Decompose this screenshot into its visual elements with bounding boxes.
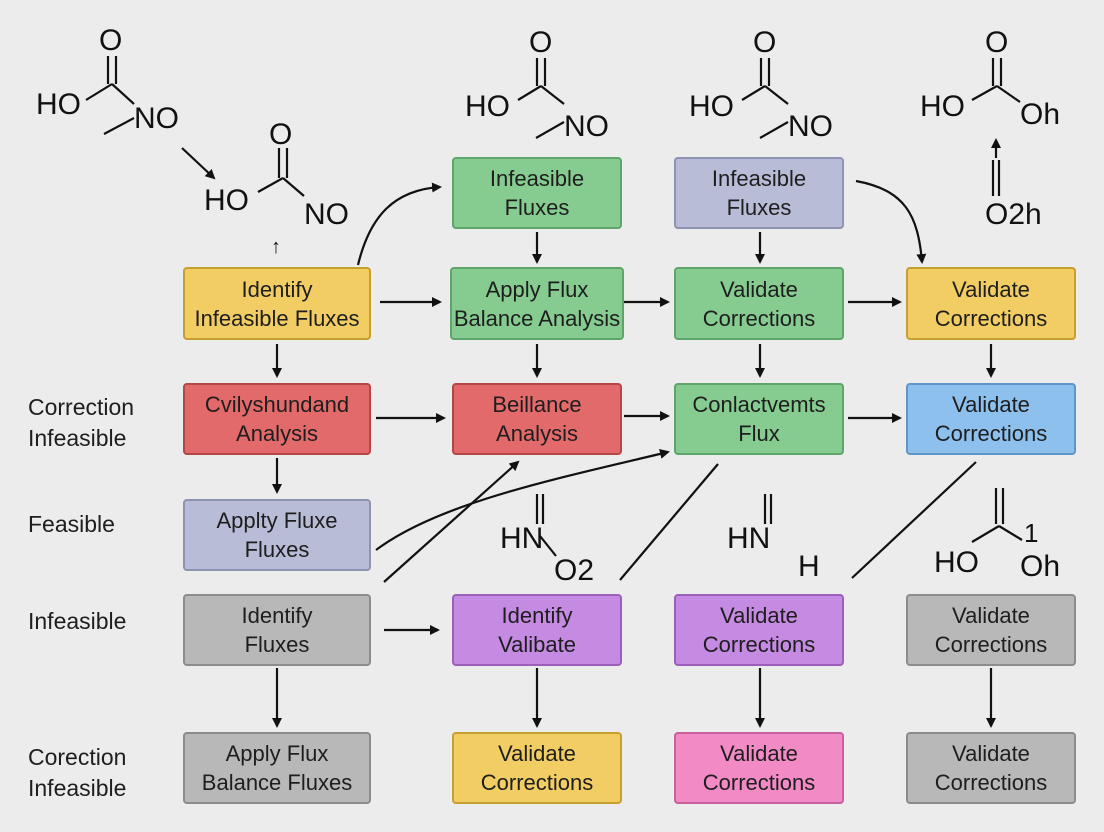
- box-r6c3-validate-corrections[interactable]: Validate Corrections: [674, 732, 844, 804]
- mol3-ho: HO: [465, 90, 510, 123]
- box-r6c1-apply-flux-balance-fluxes[interactable]: Apply Flux Balance Fluxes: [183, 732, 371, 804]
- box-r6c4-validate-corrections[interactable]: Validate Corrections: [906, 732, 1076, 804]
- mol4-o: O: [753, 26, 777, 59]
- arrow-r4c1-to-r3c3: [375, 449, 670, 551]
- mol3-o: O: [529, 26, 553, 59]
- box-r5c2-identify-valibate[interactable]: Identify Valibate: [452, 594, 622, 666]
- molecule-5: [971, 58, 1021, 196]
- box-r2c2-apply-flux-balance[interactable]: Apply Flux Balance Analysis: [450, 267, 624, 340]
- row-label-corection-infeasible: Corection Infeasible: [28, 744, 127, 801]
- arrow-mol1-to-mol2: [181, 147, 216, 180]
- mol4-no: NO: [788, 110, 833, 143]
- mol2-o: O: [269, 118, 293, 151]
- molecule-2: [257, 148, 305, 197]
- box-r1c2-infeasible-fluxes[interactable]: Infeasible Fluxes: [452, 157, 622, 229]
- molecule-3: [517, 58, 565, 139]
- mol6-hn: HN: [500, 522, 544, 555]
- mol4-ho: HO: [689, 90, 734, 123]
- row-label-infeasible: Infeasible: [28, 608, 127, 634]
- box-r5c1-identify-fluxes[interactable]: Identify Fluxes: [183, 594, 371, 666]
- arrow-curve-r1c3-to-r2c4: [855, 179, 927, 264]
- molecule-4: [741, 58, 789, 139]
- molecule-8: [971, 488, 1023, 543]
- mol1-ho: HO: [36, 88, 81, 121]
- box-r5c4-validate-corrections[interactable]: Validate Corrections: [906, 594, 1076, 666]
- mol2-ho: HO: [204, 184, 249, 217]
- mol5-oh: Oh: [1020, 98, 1061, 131]
- row-label-correction-infeasible: Correction Infeasible: [28, 394, 135, 451]
- line-diagonal-3: [851, 461, 977, 579]
- mol3-no: NO: [564, 110, 609, 143]
- box-r3c2-analysis[interactable]: Beillance Analysis: [452, 383, 622, 455]
- box-r1c3-infeasible-fluxes[interactable]: Infeasible Fluxes: [674, 157, 844, 229]
- mol2-small-arrow: ↑: [271, 236, 281, 258]
- mol5-ho: HO: [920, 90, 965, 123]
- box-r3c1-analysis[interactable]: Cvilyshundand Analysis: [183, 383, 371, 455]
- box-r2c3-validate-corrections[interactable]: Validate Corrections: [674, 267, 844, 340]
- box-r2c1-identify-infeasible-fluxes[interactable]: Identify Infeasible Fluxes: [183, 267, 371, 340]
- box-r4c1-fluxes[interactable]: Applty Fluxe Fluxes: [183, 499, 371, 571]
- mol2-no: NO: [304, 198, 349, 231]
- row-label-feasible: Feasible: [28, 511, 115, 537]
- mol8-oh: Oh: [1020, 550, 1061, 583]
- mol5-o: O: [985, 26, 1009, 59]
- mol8-one: 1: [1024, 518, 1039, 548]
- box-r6c2-validate-corrections[interactable]: Validate Corrections: [452, 732, 622, 804]
- line-diagonal-2: [619, 463, 719, 581]
- mol1-no: NO: [134, 102, 179, 135]
- box-r2c4-validate-corrections[interactable]: Validate Corrections: [906, 267, 1076, 340]
- molecule-7: [763, 494, 773, 524]
- line-diagonal-1: [383, 460, 520, 583]
- box-r5c3-validate-corrections[interactable]: Validate Corrections: [674, 594, 844, 666]
- mol7-hn: HN: [727, 522, 771, 555]
- box-r3c4-validate-corrections[interactable]: Validate Corrections: [906, 383, 1076, 455]
- molecule-6: [535, 494, 557, 557]
- mol1-o: O: [99, 24, 123, 57]
- mol6-o2: O2: [554, 554, 595, 587]
- molecule-1: [85, 56, 135, 135]
- box-r3c3-flux[interactable]: Conlactvemts Flux: [674, 383, 844, 455]
- arrow-curve-r2c1-to-r1c2: [356, 182, 442, 266]
- mol5-o2h: O2h: [985, 198, 1042, 231]
- mol7-h: H: [798, 550, 820, 583]
- mol8-ho: HO: [934, 546, 979, 579]
